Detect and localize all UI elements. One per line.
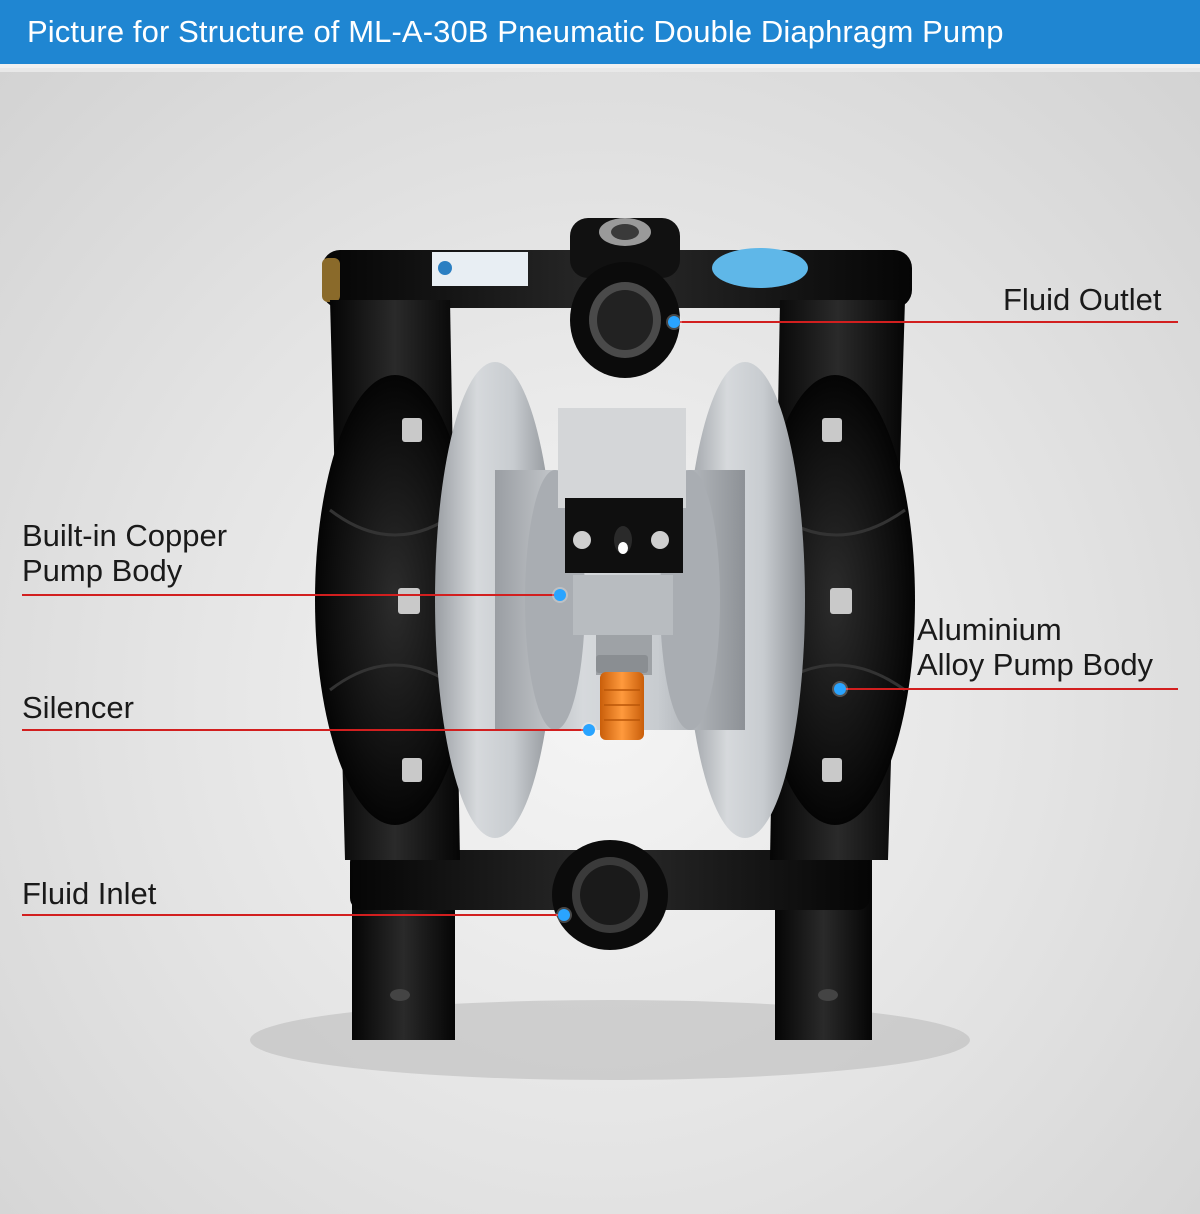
fluid-outlet-dot [668, 316, 680, 328]
fluid-outlet-line [674, 321, 1178, 323]
copper-pump-body-label-line1: Built-in Copper [22, 518, 228, 553]
aluminium-pump-body-label-line1: Aluminium [917, 612, 1062, 647]
silencer-line [22, 729, 589, 731]
fluid-outlet-label: Fluid Outlet [1003, 282, 1162, 317]
aluminium-pump-body-line [840, 688, 1178, 690]
header-bar: Picture for Structure of ML-A-30B Pneuma… [0, 0, 1200, 68]
left-diaphragm-bowl [315, 375, 475, 825]
center-valve-block [558, 408, 686, 675]
copper-pump-body-line [22, 594, 560, 596]
page-title: Picture for Structure of ML-A-30B Pneuma… [27, 14, 1004, 49]
aluminium-pump-body-dot [834, 683, 846, 695]
bottom-manifold [350, 840, 870, 950]
fluid-inlet-line [22, 914, 564, 916]
silencer-dot [583, 724, 595, 736]
top-manifold [322, 218, 912, 378]
aluminium-housing [435, 362, 805, 838]
copper-pump-body-dot [554, 589, 566, 601]
silencer-label: Silencer [22, 690, 134, 725]
fluid-inlet-dot [558, 909, 570, 921]
fluid-inlet-label: Fluid Inlet [22, 876, 157, 911]
aluminium-pump-body-label-line2: Alloy Pump Body [917, 647, 1154, 682]
silencer-part [596, 655, 648, 740]
copper-pump-body-label-line2: Pump Body [22, 553, 183, 588]
